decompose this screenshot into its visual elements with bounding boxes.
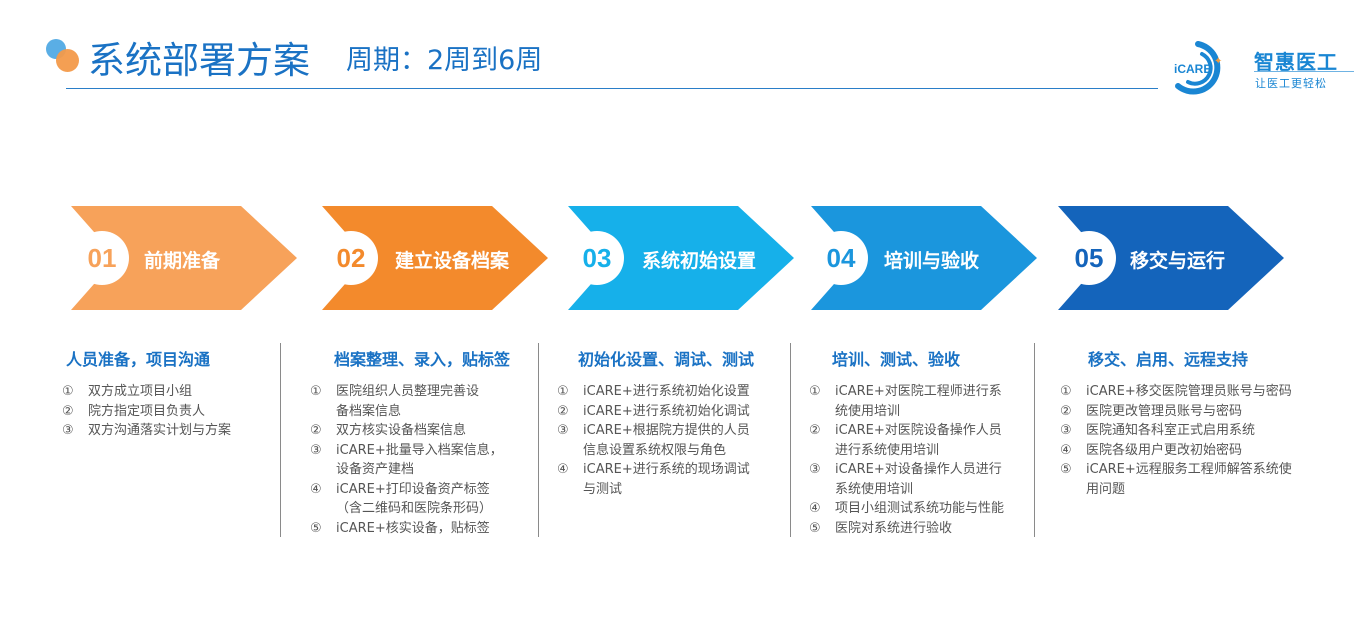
step-number-5: 05	[1062, 231, 1116, 285]
column-divider	[790, 343, 791, 537]
step-heading-3: 初始化设置、调试、测试	[578, 350, 755, 369]
step-arrow-2	[322, 206, 548, 310]
page-title: 系统部署方案	[88, 39, 310, 82]
step-title-3: 系统初始设置	[642, 250, 757, 272]
logo-brand-en: iCARE	[1174, 62, 1212, 76]
logo-star-icon: ✦	[1214, 56, 1223, 67]
logo-ring-icon	[1175, 41, 1221, 95]
step-number-3: 03	[570, 231, 624, 285]
step-number-1: 01	[75, 231, 129, 285]
step-arrow-1	[71, 206, 297, 310]
step-heading-2: 档案整理、录入，贴标签	[334, 350, 511, 369]
step-number-2: 02	[324, 231, 378, 285]
step-title-5: 移交与运行	[1130, 250, 1226, 272]
step-heading-5: 移交、启用、远程支持	[1088, 350, 1249, 369]
step-arrow-5	[1058, 206, 1284, 310]
decor-dot-orange	[56, 49, 79, 72]
step-title-1: 前期准备	[144, 250, 221, 272]
logo-brand-cn: 智惠医工	[1254, 50, 1338, 74]
column-divider	[538, 343, 539, 537]
page-subtitle: 周期：2周到6周	[346, 45, 543, 76]
step-number-4: 04	[814, 231, 868, 285]
column-divider	[1034, 343, 1035, 537]
step-title-4: 培训与验收	[884, 250, 980, 272]
step-heading-4: 培训、测试、验收	[832, 350, 961, 369]
step-title-2: 建立设备档案	[395, 250, 510, 272]
step-heading-1: 人员准备，项目沟通	[66, 350, 211, 369]
step-arrow-4	[811, 206, 1037, 310]
logo-slogan: 让医工更轻松	[1255, 77, 1327, 90]
logo-divider	[1254, 71, 1354, 72]
header-divider	[66, 88, 1158, 89]
column-divider	[280, 343, 281, 537]
brand-logo: iCARE ✦ 智惠医工 让医工更轻松	[1168, 38, 1358, 98]
step-arrow-3	[568, 206, 794, 310]
